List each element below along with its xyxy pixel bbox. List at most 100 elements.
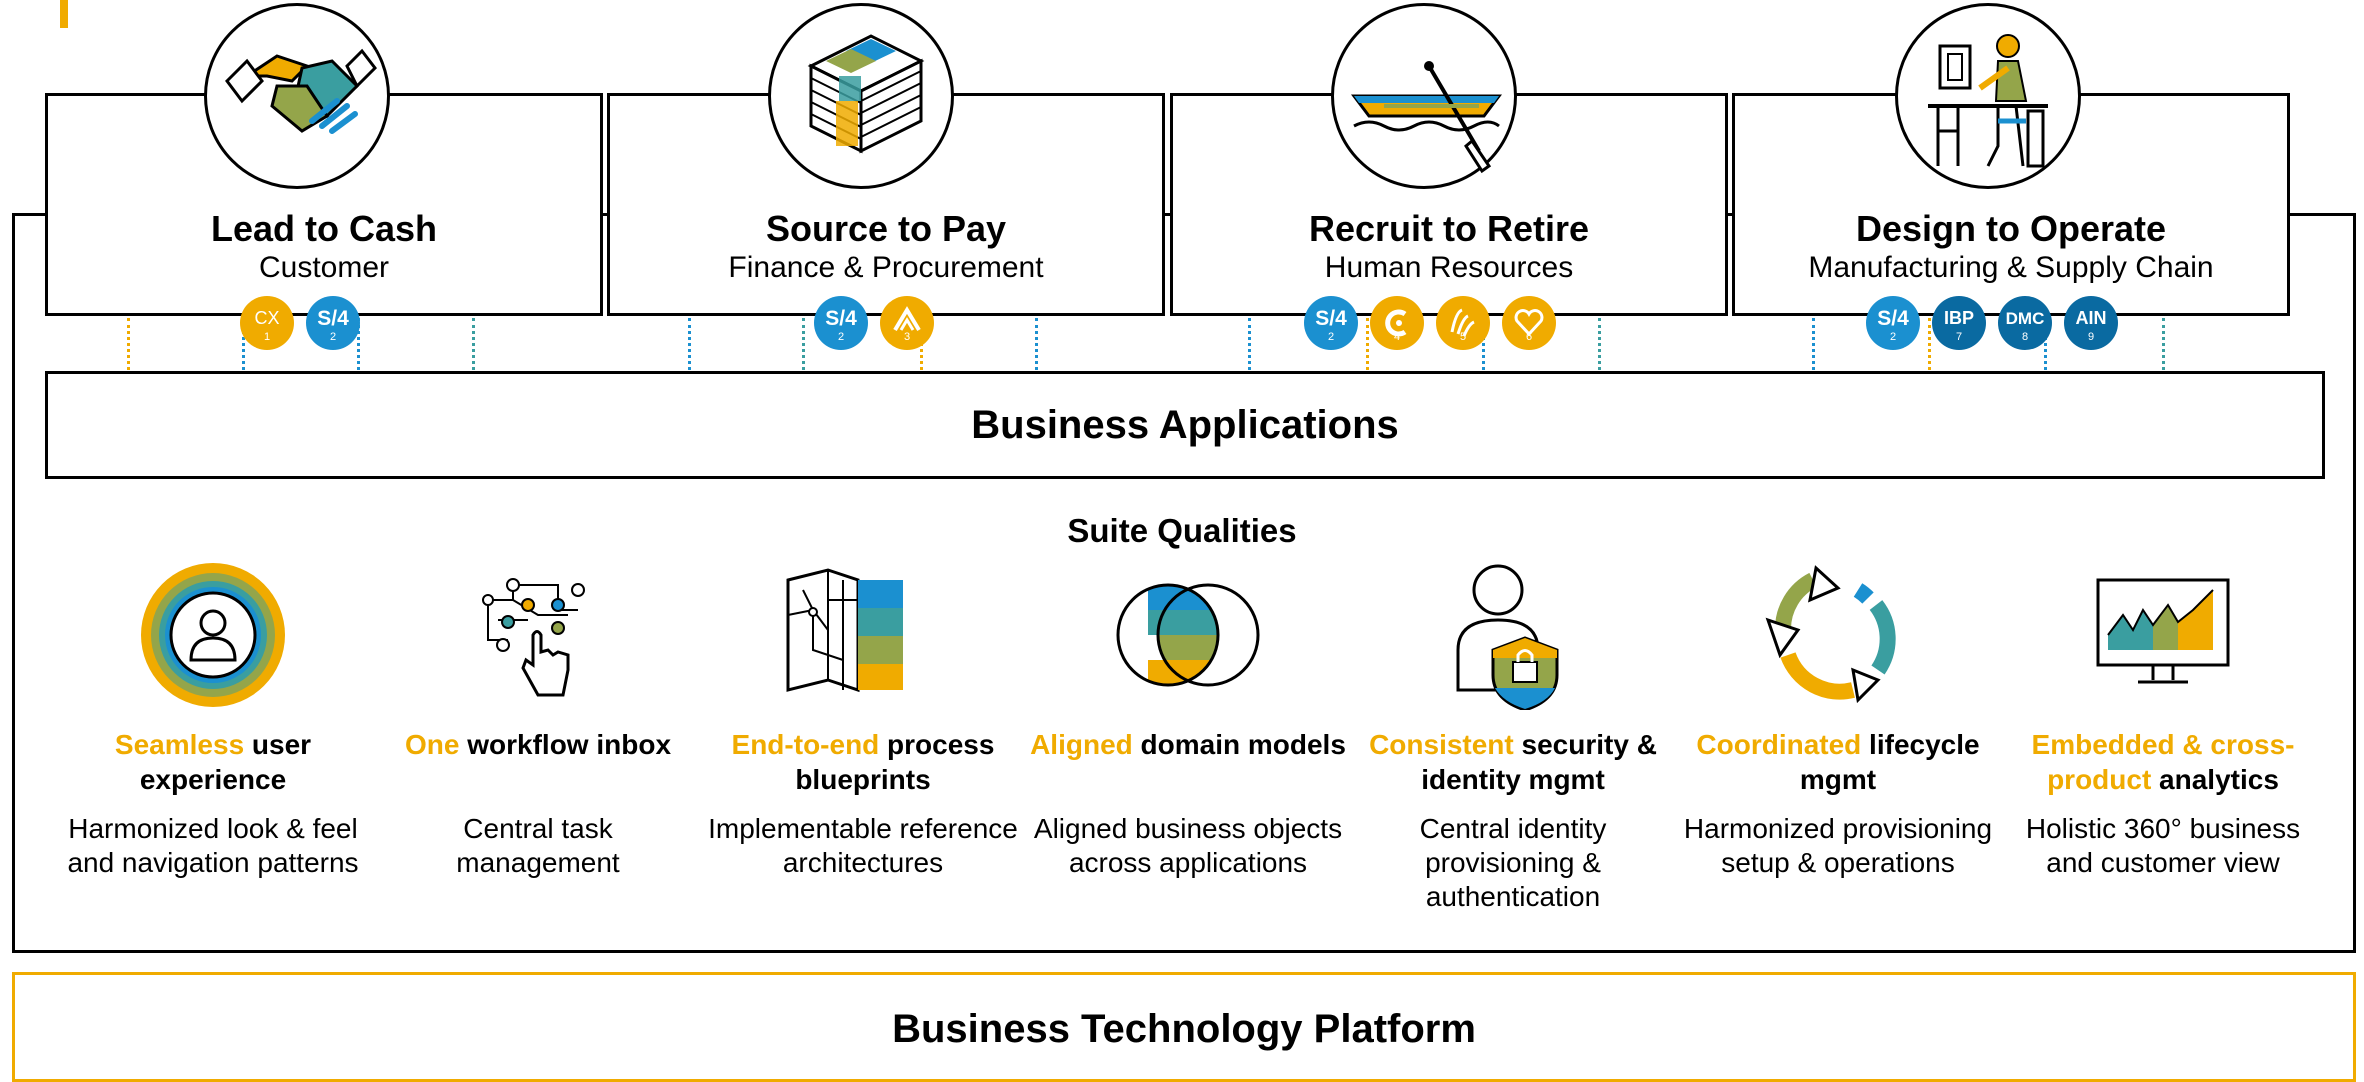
connector-line bbox=[1248, 318, 1251, 370]
connector-line bbox=[1366, 318, 1369, 370]
badge-number: 4 bbox=[1393, 331, 1401, 343]
connector-line bbox=[1598, 318, 1601, 370]
quality-highlight: Seamless bbox=[114, 729, 245, 760]
quality-highlight: Coordinated bbox=[1696, 729, 1862, 760]
quality-highlight: One bbox=[404, 729, 460, 760]
badge-ibp: IBP 7 bbox=[1932, 296, 1986, 350]
quality-heading: One workflow inbox bbox=[378, 727, 698, 762]
business-applications-box: Business Applications bbox=[45, 371, 2325, 479]
badge-cx: CX 1 bbox=[240, 296, 294, 350]
badge-label: CX bbox=[254, 308, 280, 328]
process-title: Source to Pay bbox=[765, 208, 1007, 249]
fieldglass-logo-icon: 5 bbox=[1436, 296, 1490, 350]
badge-label: S/4 bbox=[825, 307, 857, 330]
connector-line bbox=[1812, 318, 1815, 370]
process-subtitle: Finance & Procurement bbox=[728, 251, 1044, 284]
quality-heading: Consistent security & identity mgmt bbox=[1353, 727, 1673, 797]
badge-number: 2 bbox=[837, 331, 845, 343]
badge-label: S/4 bbox=[317, 307, 349, 330]
worker-at-desk-icon bbox=[1895, 3, 2081, 189]
connector-line bbox=[472, 318, 475, 370]
process-subtitle: Customer bbox=[258, 251, 390, 284]
quality-heading: Seamless user experience bbox=[53, 727, 373, 797]
cycle-arrows-icon bbox=[1758, 560, 1918, 710]
process-card-design-to-operate: Design to Operate Manufacturing & Supply… bbox=[1732, 3, 2290, 316]
badge-number: 2 bbox=[1889, 331, 1897, 343]
connector-line bbox=[242, 318, 245, 370]
business-technology-platform-box: Business Technology Platform bbox=[12, 972, 2356, 1082]
quality-highlight: Consistent bbox=[1369, 729, 1514, 760]
user-shield-icon bbox=[1433, 560, 1593, 712]
connector-line bbox=[2162, 318, 2165, 370]
badge-label: S/4 bbox=[1315, 307, 1347, 330]
user-circle-icon bbox=[133, 560, 293, 710]
quality-heading-rest: user experience bbox=[139, 729, 312, 795]
badge-label: AIN bbox=[2075, 308, 2107, 328]
connector-line bbox=[1035, 318, 1038, 370]
quality-heading-rest: workflow inbox bbox=[459, 729, 672, 760]
quality-highlight: Aligned bbox=[1030, 729, 1133, 760]
quality-heading-rest: security & identity mgmt bbox=[1421, 729, 1657, 795]
quality-heading-rest: process blueprints bbox=[795, 729, 995, 795]
process-card-recruit-to-retire: Recruit to Retire Human Resources bbox=[1170, 3, 1728, 316]
badge-label: S/4 bbox=[1877, 307, 1909, 330]
badge-number: 2 bbox=[1327, 331, 1335, 343]
connector-line bbox=[2044, 318, 2047, 370]
badge-number: 3 bbox=[903, 331, 911, 343]
connector-line bbox=[127, 318, 130, 370]
map-blueprint-icon bbox=[783, 560, 943, 710]
quality-heading: Coordinated lifecycle mgmt bbox=[1678, 727, 1998, 797]
badge-number: 2 bbox=[329, 331, 337, 343]
process-card-lead-to-cash: Lead to Cash Customer bbox=[45, 3, 603, 316]
badge-s4: S/4 2 bbox=[1304, 296, 1358, 350]
badge-number: 5 bbox=[1459, 331, 1467, 343]
quality-description: Central identity provisioning & authenti… bbox=[1419, 813, 1607, 912]
badge-number: 6 bbox=[1525, 331, 1533, 343]
quality-description: Implementable reference architectures bbox=[708, 813, 1018, 878]
badge-label: DMC bbox=[2005, 309, 2045, 328]
quality-heading-rest: domain models bbox=[1132, 729, 1346, 760]
process-title: Design to Operate bbox=[1855, 208, 2167, 249]
process-card-source-to-pay: Source to Pay Finance & Procurement bbox=[607, 3, 1165, 316]
workflow-touch-icon bbox=[458, 560, 618, 710]
process-title: Recruit to Retire bbox=[1308, 208, 1590, 249]
process-subtitle: Manufacturing & Supply Chain bbox=[1808, 251, 2214, 284]
platform-title: Business Technology Platform bbox=[892, 1007, 1476, 1051]
successfactors-logo-icon: 6 bbox=[1502, 296, 1556, 350]
connector-line bbox=[802, 318, 805, 370]
monitor-chart-icon bbox=[2083, 560, 2243, 710]
concur-logo-icon: 4 bbox=[1370, 296, 1424, 350]
quality-heading-rest: lifecycle mgmt bbox=[1799, 729, 1980, 795]
connector-line bbox=[1482, 318, 1485, 370]
quality-highlight: Embedded & cross-product bbox=[2031, 729, 2295, 795]
venn-icon bbox=[1108, 560, 1268, 710]
quality-description: Holistic 360° business and customer view bbox=[2025, 813, 2301, 878]
quality-heading: End-to-end process blueprints bbox=[703, 727, 1023, 797]
quality-description: Central task management bbox=[456, 813, 620, 878]
badge-s4: S/4 2 bbox=[1866, 296, 1920, 350]
quality-description: Harmonized look & feel and navigation pa… bbox=[67, 813, 359, 878]
badge-s4: S/4 2 bbox=[306, 296, 360, 350]
quality-heading-rest: analytics bbox=[2151, 764, 2279, 795]
accent-bar bbox=[60, 0, 68, 28]
badge-ain: AIN 9 bbox=[2064, 296, 2118, 350]
badge-number: 1 bbox=[263, 331, 271, 343]
connector-line bbox=[1928, 318, 1931, 370]
badge-dmc: DMC 8 bbox=[1998, 296, 2052, 350]
quality-heading: Aligned domain models bbox=[1028, 727, 1348, 762]
process-subtitle: Human Resources bbox=[1324, 251, 1574, 284]
badge-number: 9 bbox=[2087, 331, 2095, 343]
connector-line bbox=[357, 318, 360, 370]
money-stack-icon bbox=[768, 3, 954, 189]
process-title: Lead to Cash bbox=[210, 208, 438, 249]
suite-qualities-title: Suite Qualities bbox=[1067, 512, 1297, 549]
quality-heading: Embedded & cross-product analytics bbox=[2003, 727, 2323, 797]
quality-description: Harmonized provisioning setup & operatio… bbox=[1683, 813, 1993, 878]
handshake-icon bbox=[204, 3, 390, 189]
badge-number: 7 bbox=[1955, 331, 1963, 343]
ariba-logo-icon: 3 bbox=[880, 296, 934, 350]
badge-label: IBP bbox=[1943, 308, 1974, 328]
connector-line bbox=[688, 318, 691, 370]
badge-number: 8 bbox=[2021, 331, 2029, 343]
badge-s4: S/4 2 bbox=[814, 296, 868, 350]
